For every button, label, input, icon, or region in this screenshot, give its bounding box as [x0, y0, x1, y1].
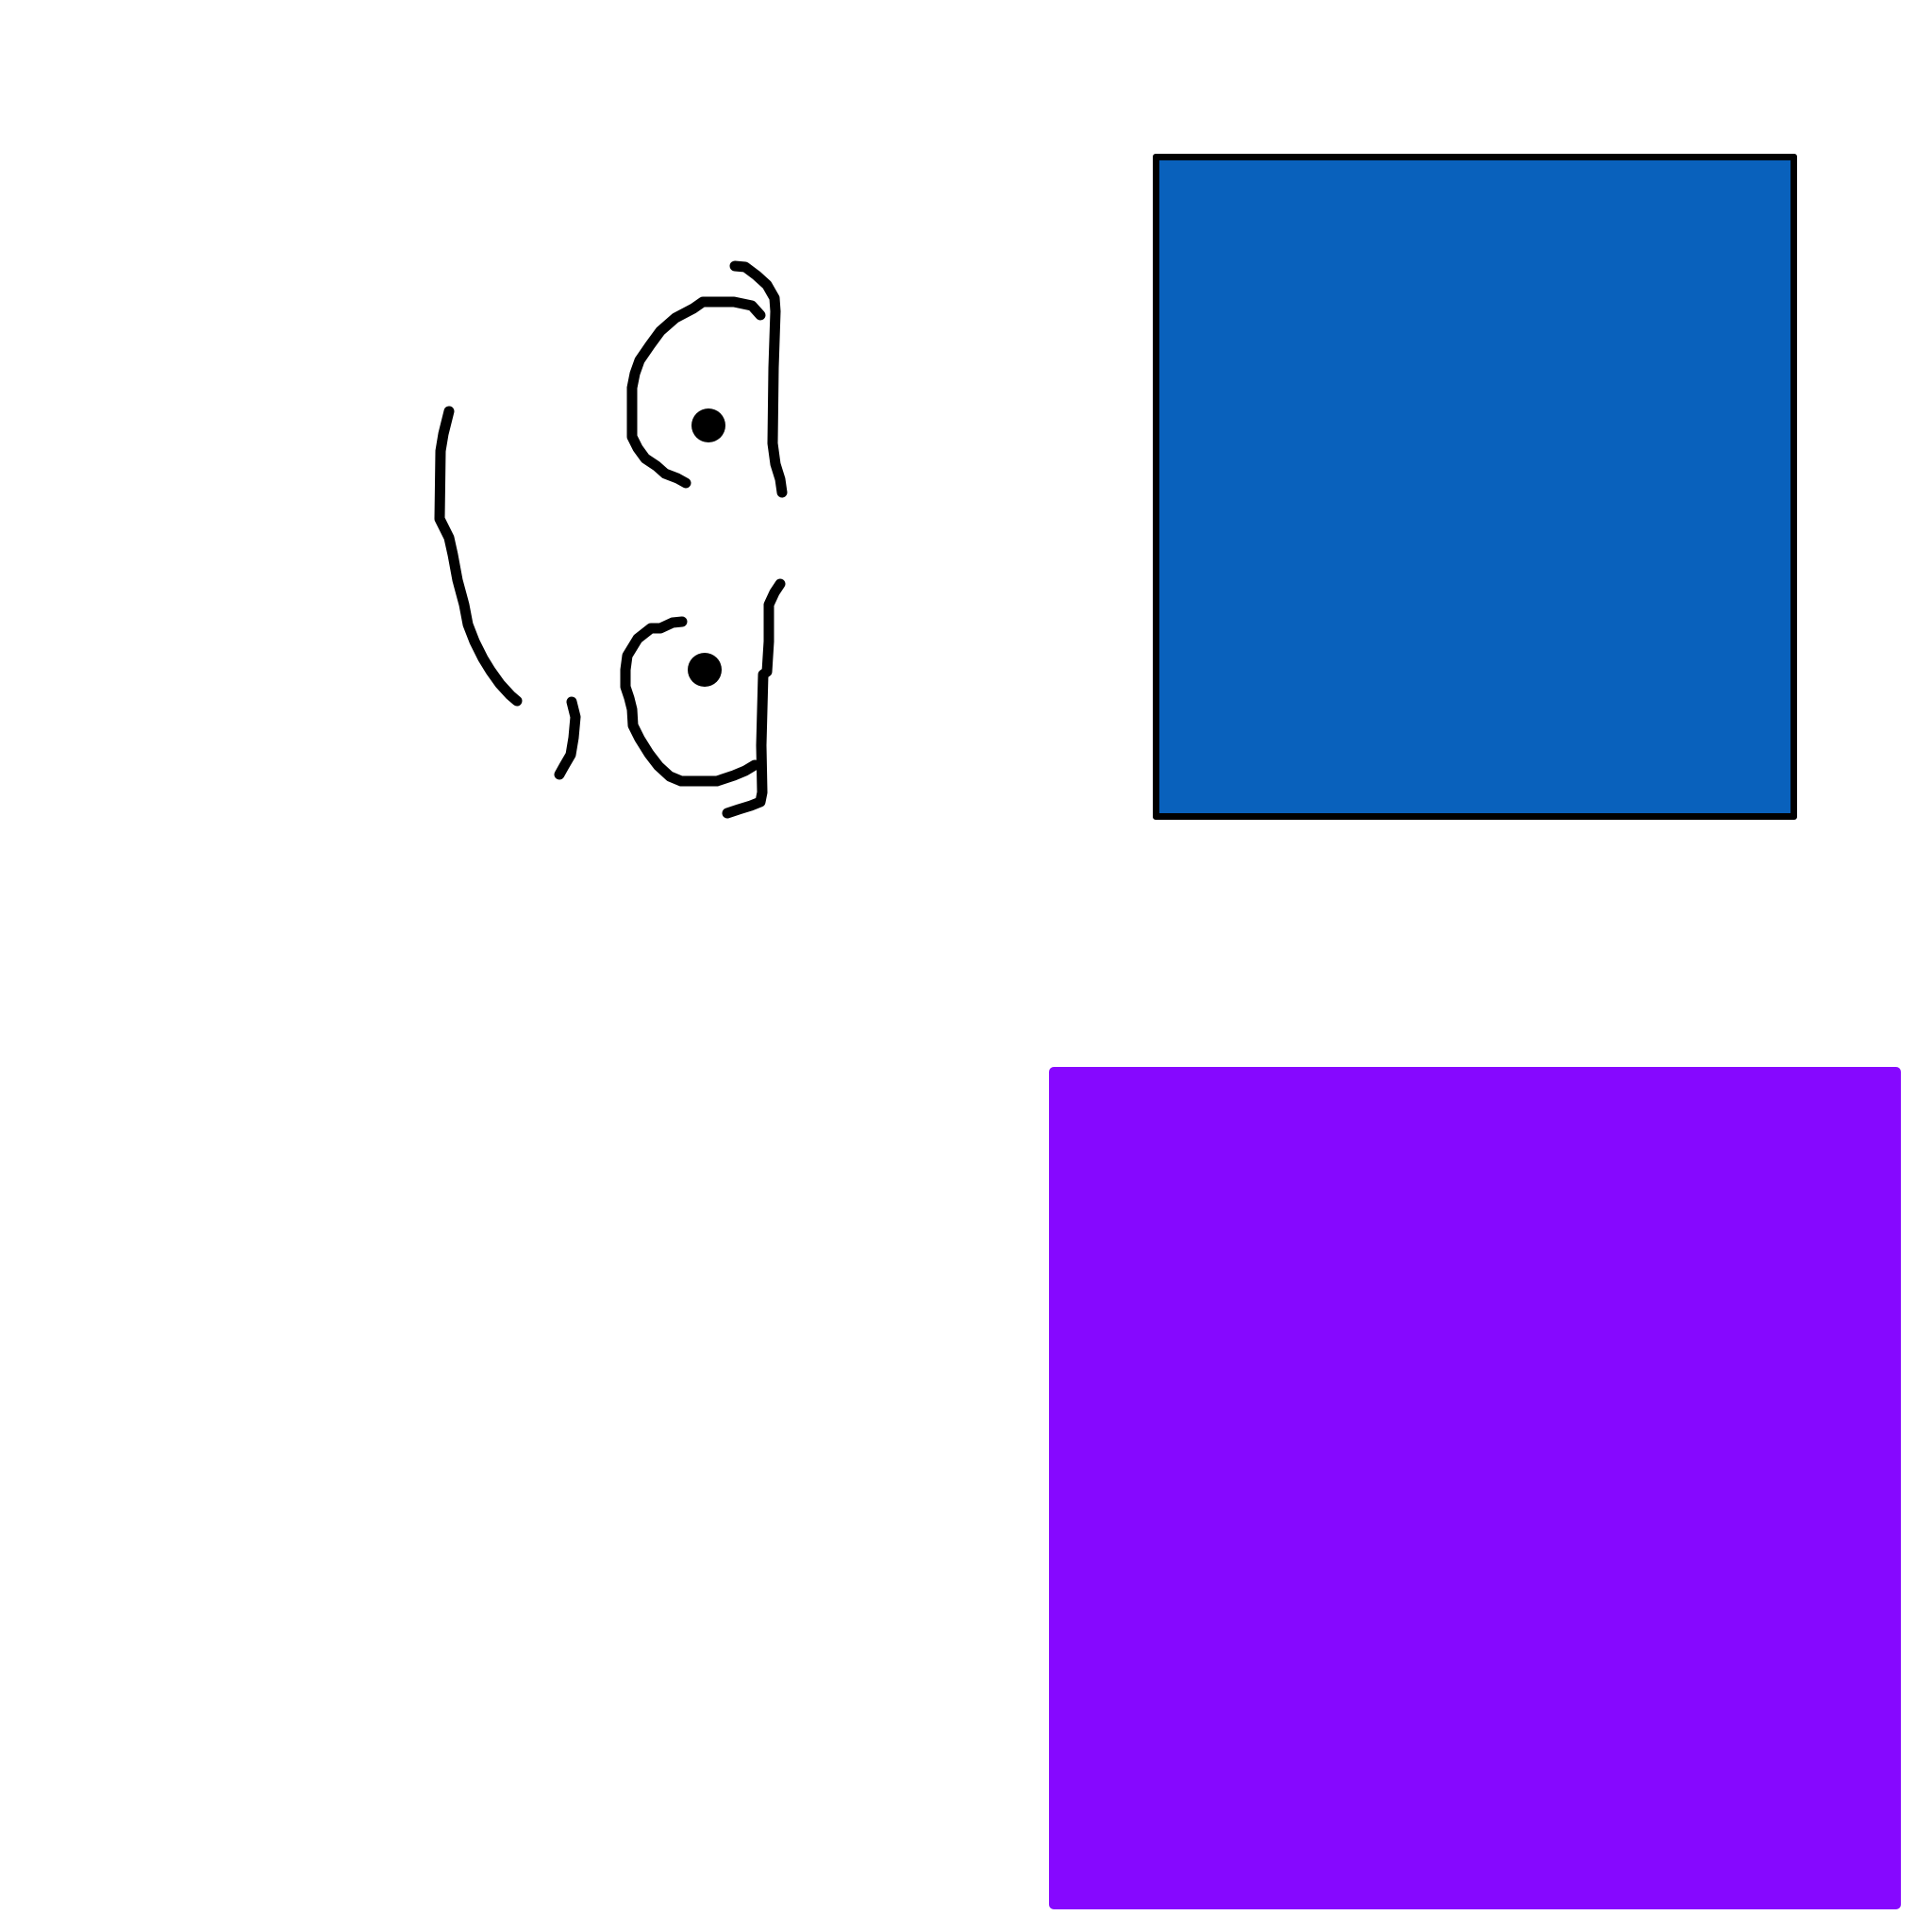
lower-eye-cup-stroke: [620, 616, 760, 787]
chin-stroke: [554, 696, 581, 780]
upper-ear-stroke: [729, 260, 788, 498]
head-outline-stroke: [434, 406, 523, 707]
lower-ear-stroke: [722, 578, 786, 819]
purple-square[interactable]: [1049, 1067, 1901, 1909]
upper-eye-pupil: [691, 408, 725, 442]
blue-square[interactable]: [1153, 154, 1797, 820]
lower-eye-pupil: [688, 653, 722, 687]
upper-eye-cup-stroke: [626, 296, 766, 489]
